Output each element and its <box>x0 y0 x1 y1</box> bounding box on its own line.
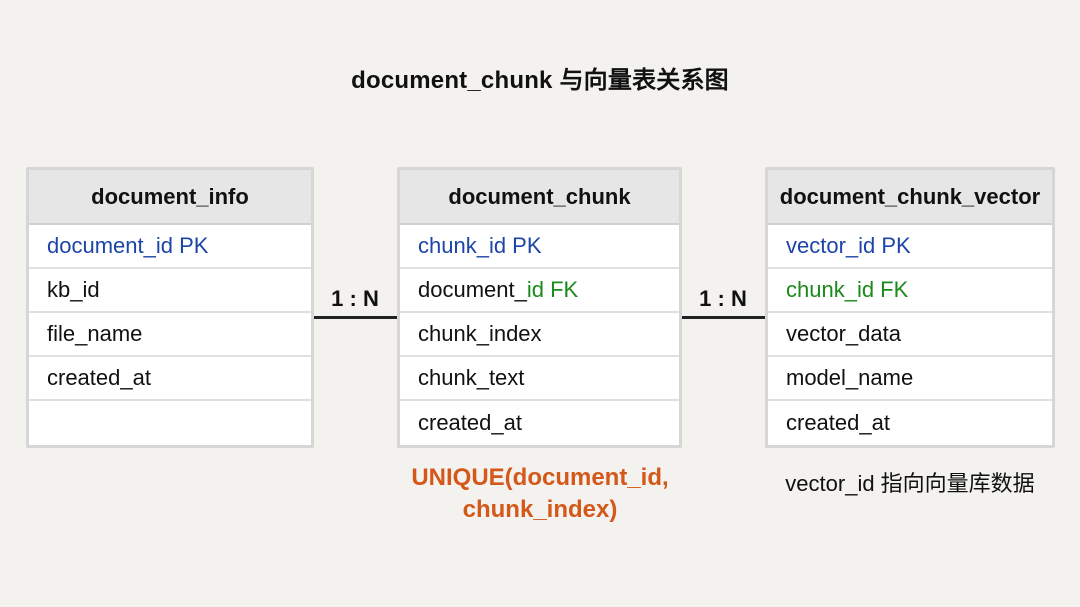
column-row: chunk_text <box>400 357 679 401</box>
column-text-prefix: document_ <box>418 277 527 302</box>
column-row-empty <box>29 401 311 445</box>
relationship-line <box>314 316 398 319</box>
table-document-chunk-vector: document_chunk_vector vector_id PK chunk… <box>765 167 1055 448</box>
column-row: vector_data <box>768 313 1052 357</box>
column-row-pk: document_id PK <box>29 225 311 269</box>
column-row-pk: chunk_id PK <box>400 225 679 269</box>
unique-note-line: chunk_index) <box>462 496 618 523</box>
column-row-fk: document_id FK <box>400 269 679 313</box>
vector-note: vector_id 指向向量库数据 <box>785 471 1035 496</box>
relationship-line <box>682 316 766 319</box>
cardinality-label: 1 : N <box>699 286 747 311</box>
column-row-pk: vector_id PK <box>768 225 1052 269</box>
table-document-chunk: document_chunk chunk_id PK document_id F… <box>397 167 682 448</box>
column-row: model_name <box>768 357 1052 401</box>
table-document-info: document_info document_id PK kb_id file_… <box>26 167 314 448</box>
cardinality-label: 1 : N <box>331 286 379 311</box>
column-row: created_at <box>29 357 311 401</box>
column-text-fk: id FK <box>526 277 579 302</box>
table-header: document_chunk <box>400 170 679 225</box>
column-row: chunk_index <box>400 313 679 357</box>
diagram-title: document_chunk 与向量表关系图 <box>351 67 729 94</box>
table-header: document_chunk_vector <box>768 170 1052 225</box>
unique-constraint-note: UNIQUE(document_id, chunk_index) <box>380 462 700 526</box>
column-row: kb_id <box>29 269 311 313</box>
column-row: created_at <box>418 410 522 435</box>
table-header: document_info <box>29 170 311 225</box>
column-row-fk: chunk_id FK <box>768 269 1052 313</box>
unique-note-line: UNIQUE(document_id, <box>411 464 669 491</box>
column-row: created_at <box>786 410 890 435</box>
column-row: file_name <box>29 313 311 357</box>
